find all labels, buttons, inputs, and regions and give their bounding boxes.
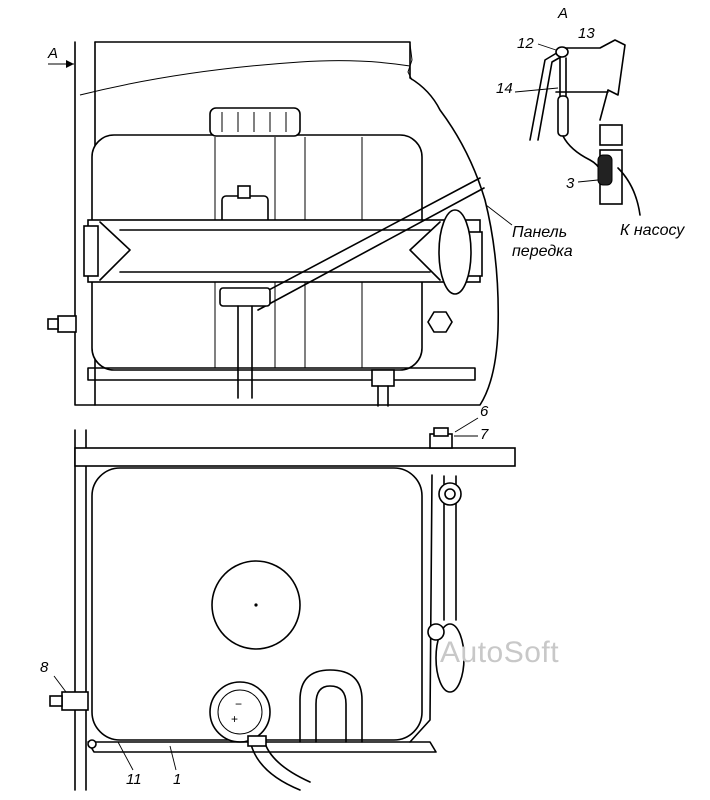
hose-line xyxy=(249,177,481,301)
hose-clamp xyxy=(597,154,613,186)
callout-7: 7 xyxy=(480,426,489,443)
watermark-logo: AutoSoft xyxy=(440,636,560,669)
bolt-8 xyxy=(61,691,89,711)
cap-symbol-top: − xyxy=(235,697,243,711)
view-label-main: А xyxy=(48,45,59,62)
detail-bracket xyxy=(529,39,626,141)
callout-3: 3 xyxy=(566,175,575,192)
callout-8: 8 xyxy=(40,659,49,676)
wing-nut xyxy=(438,209,472,295)
hex-nut xyxy=(427,311,453,333)
callout-13: 13 xyxy=(578,25,595,42)
cap-symbol-bottom: + xyxy=(231,712,239,726)
callout-6: 6 xyxy=(480,403,489,420)
front-panel-outline xyxy=(94,41,500,406)
pump-label: К насосу xyxy=(620,222,685,239)
view-label-detail: А xyxy=(558,5,569,22)
top-view xyxy=(47,41,513,407)
panel-label-line2: передка xyxy=(512,243,573,260)
callout-1: 1 xyxy=(173,771,182,788)
callout-14: 14 xyxy=(496,80,513,97)
filler-cap xyxy=(209,107,301,137)
detail-view-a xyxy=(514,39,641,216)
filler-neck xyxy=(209,681,271,743)
top-mounting-plate xyxy=(74,447,516,467)
callout-12: 12 xyxy=(517,35,534,52)
panel-label-line1: Панель xyxy=(512,224,568,241)
front-view xyxy=(49,417,516,791)
callout-11: 11 xyxy=(126,771,142,788)
